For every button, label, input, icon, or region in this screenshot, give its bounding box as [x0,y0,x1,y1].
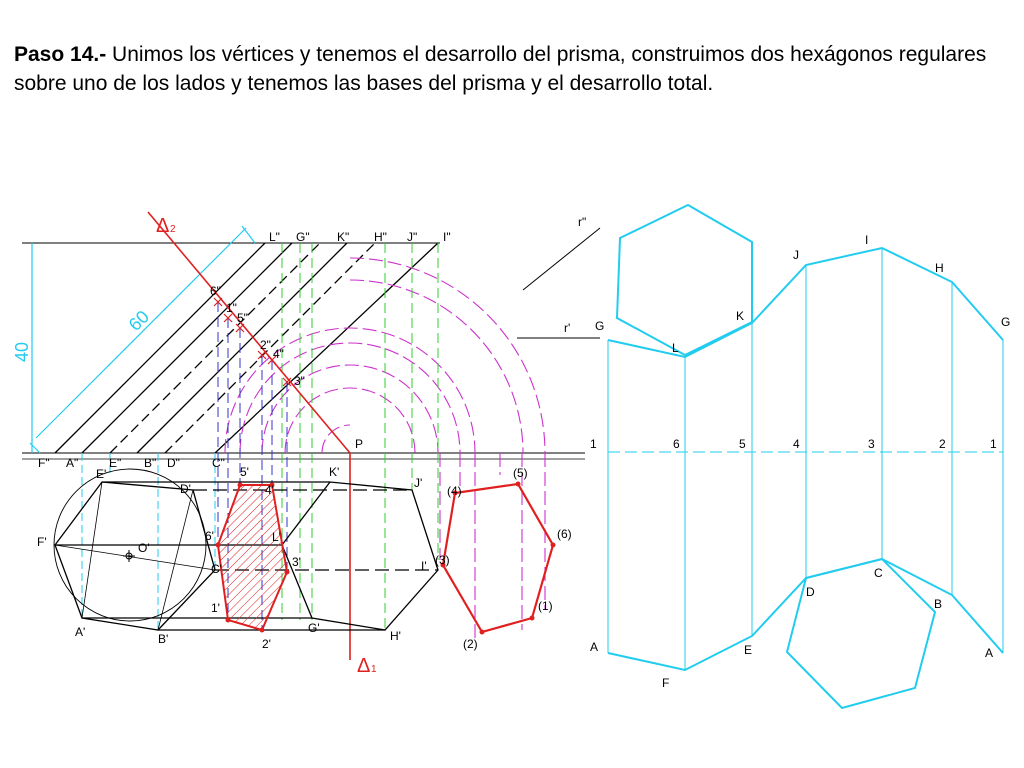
svg-text:L': L' [272,530,281,544]
svg-text:G': G' [308,621,320,635]
dim-40-label: 40 [12,342,32,362]
svg-text:L: L [672,341,679,355]
section-plan-points [215,482,290,633]
svg-text:3": 3" [294,374,305,388]
svg-text:H: H [935,261,944,275]
svg-text:E': E' [96,467,106,481]
svg-text:1": 1" [226,301,237,315]
svg-text:I": I" [443,230,451,244]
caption: Paso 14.- Unimos los vértices y tenemos … [14,40,1014,98]
svg-text:J': J' [414,476,422,490]
development [607,203,1004,710]
svg-text:I': I' [421,559,427,573]
svg-text:E: E [744,643,752,657]
svg-text:F: F [662,676,669,690]
delta2-sub: 2 [170,224,176,235]
delta2-label: Δ [156,215,169,237]
svg-text:(3): (3) [435,553,450,567]
dim-60-line [35,227,247,439]
svg-text:6": 6" [210,284,221,298]
dimensions [29,225,256,454]
svg-text:2': 2' [262,637,271,651]
r2-label: r" [578,215,586,229]
svg-text:(1): (1) [538,599,553,613]
caption-step: Paso 14.- [14,43,107,66]
svg-text:K': K' [329,465,339,479]
svg-text:A': A' [75,625,85,639]
delta1-sub: 1 [371,664,377,675]
labels: Δ 2 Δ 1 P r" r' F" A" E" B" D" C" L" G" … [37,215,1010,690]
svg-text:1: 1 [590,437,597,451]
top-hexagon [281,481,439,631]
svg-text:5: 5 [739,437,746,451]
center-mark [123,550,135,562]
delta1-label: Δ [357,655,370,677]
svg-text:B: B [934,597,942,611]
svg-text:5": 5" [237,311,248,325]
r-double-prime-line [522,227,601,291]
svg-text:D': D' [180,482,191,496]
dim-60-label: 60 [125,307,153,335]
svg-text:K": K" [337,230,349,244]
svg-text:K: K [736,309,744,323]
svg-text:4: 4 [793,437,800,451]
svg-text:(6): (6) [557,527,572,541]
svg-text:G: G [1001,315,1010,329]
svg-text:2: 2 [939,437,946,451]
svg-text:H": H" [374,230,387,244]
svg-text:I: I [865,233,868,247]
svg-text:6: 6 [673,437,680,451]
svg-text:2": 2" [260,338,271,352]
dev-top-hexagon [615,203,753,357]
svg-text:A": A" [66,456,78,470]
true-section-hexagon [441,482,555,634]
svg-text:G": G" [296,230,310,244]
svg-text:B': B' [158,632,168,646]
caption-text: Unimos los vértices y tenemos el desarro… [14,43,987,95]
r1-label: r' [564,321,570,335]
p-label: P [355,437,363,451]
svg-text:D": D" [167,456,180,470]
svg-text:4": 4" [273,347,284,361]
svg-text:A: A [985,646,993,660]
true-section-points [440,481,556,635]
svg-text:F': F' [37,535,47,549]
svg-text:(5): (5) [513,466,528,480]
reference-lines [22,227,601,460]
svg-text:F": F" [38,456,50,470]
svg-text:H': H' [390,629,401,643]
svg-text:6': 6' [205,529,214,543]
svg-text:(2): (2) [463,637,478,651]
svg-text:C': C' [211,562,222,576]
dim-60-ext-b [241,225,256,244]
svg-text:4': 4' [265,483,274,497]
svg-text:J": J" [407,230,417,244]
svg-text:A: A [590,640,598,654]
svg-text:B": B" [144,456,156,470]
svg-text:E": E" [109,456,121,470]
elevation-prism [54,242,439,454]
svg-text:(4): (4) [447,484,462,498]
svg-text:C: C [874,566,883,580]
svg-text:O': O' [138,541,150,555]
svg-text:G: G [595,319,604,333]
section-plane [147,211,351,660]
svg-text:3: 3 [868,437,875,451]
dev-bottom-hexagon [785,557,937,710]
svg-text:5': 5' [240,465,249,479]
section-points-elevation [213,297,292,387]
svg-text:1': 1' [211,601,220,615]
svg-text:3': 3' [292,555,301,569]
svg-text:C": C" [212,456,225,470]
svg-text:L": L" [269,230,280,244]
svg-text:D: D [806,585,815,599]
svg-text:J: J [793,248,799,262]
plan-view [53,468,439,631]
svg-text:1: 1 [990,437,997,451]
dim-60-ext-a [29,442,41,454]
projection-lines-green [281,243,439,630]
